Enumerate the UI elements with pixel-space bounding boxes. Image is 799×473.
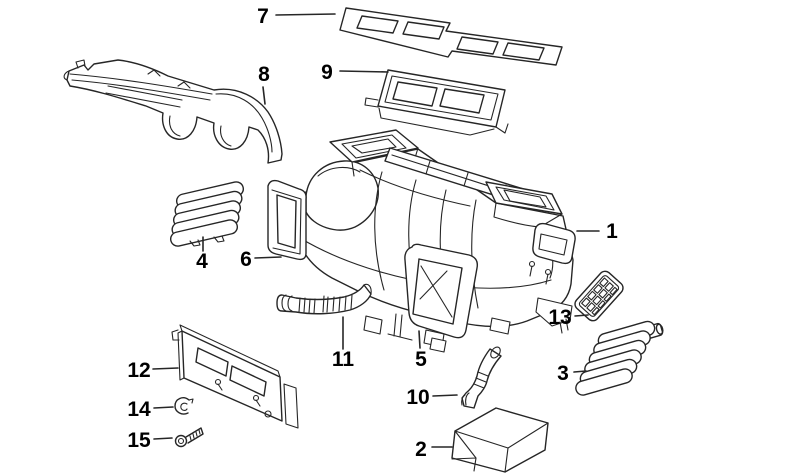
part-1-heater-housing-drawing[interactable] xyxy=(294,129,576,348)
part-2-box-drawing[interactable] xyxy=(451,407,549,473)
part-label-5[interactable]: 5 xyxy=(415,348,427,371)
part-label-11[interactable]: 11 xyxy=(332,348,355,371)
part-label-14[interactable]: 14 xyxy=(127,398,151,421)
leader-line-10 xyxy=(432,394,458,397)
part-7-gasket-drawing[interactable] xyxy=(339,7,563,66)
part-11-ribbed-hose-drawing[interactable] xyxy=(276,283,372,315)
leader-line-8 xyxy=(262,86,266,105)
part-label-13[interactable]: 13 xyxy=(548,306,571,329)
leader-line-5 xyxy=(418,330,421,349)
leader-line-13 xyxy=(574,314,589,317)
leader-line-14 xyxy=(153,406,174,409)
part-label-12[interactable]: 12 xyxy=(127,359,150,382)
part-10-elbow-hose-drawing[interactable] xyxy=(461,345,503,409)
part-label-7[interactable]: 7 xyxy=(257,5,269,28)
part-label-8[interactable]: 8 xyxy=(258,63,270,86)
leader-line-9 xyxy=(339,70,389,73)
part-8-cover-panel-drawing[interactable] xyxy=(63,59,283,164)
leader-line-15 xyxy=(153,437,173,440)
leader-line-3 xyxy=(573,370,587,373)
part-label-10[interactable]: 10 xyxy=(406,386,429,409)
part-5-duct-frame-drawing[interactable] xyxy=(404,243,479,353)
part-14-clip-drawing[interactable] xyxy=(174,397,194,415)
part-13-grid-insert-drawing[interactable] xyxy=(573,269,626,323)
part-3-bellows-drawing[interactable] xyxy=(574,320,664,397)
part-6-seal-frame-drawing[interactable] xyxy=(267,179,307,261)
part-4-ribbed-grille-drawing[interactable] xyxy=(169,181,245,248)
part-15-screw-drawing[interactable] xyxy=(174,427,204,448)
part-label-6[interactable]: 6 xyxy=(240,248,252,271)
part-label-2[interactable]: 2 xyxy=(415,438,427,461)
part-label-15[interactable]: 15 xyxy=(127,429,151,452)
part-label-4[interactable]: 4 xyxy=(196,250,208,273)
leader-line-12 xyxy=(152,367,179,370)
leader-line-6 xyxy=(254,256,282,259)
leader-lines xyxy=(152,13,600,448)
part-12-mounting-plate-drawing[interactable] xyxy=(171,324,299,429)
part-9-frame-drawing[interactable] xyxy=(364,69,509,136)
leader-line-7 xyxy=(275,13,336,16)
part-label-9[interactable]: 9 xyxy=(321,61,333,84)
part-labels: 7 8 9 1 4 6 11 12 14 15 5 10 2 13 3 xyxy=(127,5,618,461)
part-label-3[interactable]: 3 xyxy=(557,362,569,385)
part-label-1[interactable]: 1 xyxy=(606,220,618,243)
